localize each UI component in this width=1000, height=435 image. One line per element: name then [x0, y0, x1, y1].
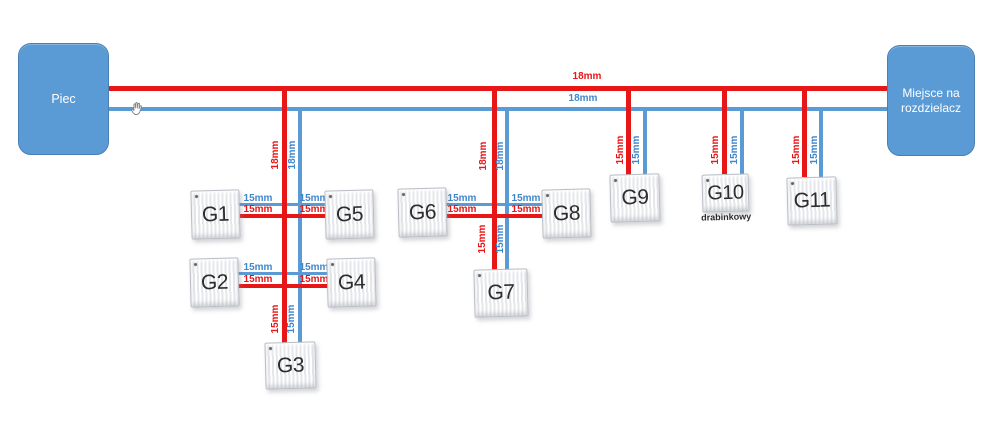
g3-return-size-label: 15mm — [286, 304, 297, 334]
g8-return-size-label: 15mm — [511, 193, 541, 204]
radiator-g10-caption: drabinkowy — [700, 211, 752, 223]
g4-supply-size-label: 15mm — [299, 274, 329, 285]
g5-return-size-label: 15mm — [299, 193, 329, 204]
row1-supply-branch[interactable] — [238, 214, 328, 218]
radiator-g2[interactable]: G2 — [189, 257, 240, 308]
g4-return-size-label: 15mm — [299, 262, 329, 273]
g7-supply-size-label: 15mm — [477, 224, 488, 254]
radiator-g7[interactable]: G7 — [473, 268, 529, 318]
riser2-return-pipe[interactable] — [505, 107, 509, 270]
g2-supply-size-label: 15mm — [243, 274, 273, 285]
riser1-supply-size-label: 18mm — [270, 140, 281, 170]
g8-supply-size-label: 15mm — [511, 204, 541, 215]
radiator-g4-label: G4 — [337, 270, 366, 294]
g10-return-size-label: 15mm — [729, 135, 740, 165]
radiator-g2-label: G2 — [200, 270, 229, 294]
manifold-block[interactable]: Miejsce na rozdzielacz — [887, 45, 975, 156]
g10-supply-size-label: 15mm — [710, 135, 721, 165]
g9-supply-size-label: 15mm — [615, 135, 626, 165]
radiator-g7-label: G7 — [487, 280, 515, 305]
riser1-return-pipe[interactable] — [298, 107, 302, 344]
g7-return-size-label: 15mm — [495, 224, 506, 254]
radiator-g3-label: G3 — [276, 353, 305, 377]
main-return-pipe[interactable] — [107, 107, 887, 111]
g1-return-size-label: 15mm — [243, 193, 273, 204]
main-supply-pipe[interactable] — [107, 86, 887, 91]
riser1-return-size-label: 18mm — [287, 140, 298, 170]
radiator-g1[interactable]: G1 — [190, 189, 241, 240]
g2-return-size-label: 15mm — [243, 262, 273, 273]
row2-supply-branch[interactable] — [237, 284, 329, 288]
main-return-size-label: 18mm — [568, 93, 598, 104]
g5-supply-size-label: 15mm — [299, 204, 329, 215]
g11-return-riser[interactable] — [819, 107, 823, 179]
radiator-g5[interactable]: G5 — [324, 189, 375, 240]
radiator-g6[interactable]: G6 — [397, 187, 448, 238]
riser2-return-size-label: 18mm — [495, 141, 506, 171]
g11-supply-riser[interactable] — [802, 86, 807, 177]
radiator-g9-label: G9 — [621, 185, 649, 210]
g10-return-riser[interactable] — [740, 107, 744, 175]
radiator-g6-label: G6 — [408, 200, 437, 224]
radiator-g3[interactable]: G3 — [264, 341, 317, 390]
radiator-g8-label: G8 — [552, 201, 581, 225]
radiator-g11-label: G11 — [793, 188, 831, 213]
mid-supply-branch[interactable] — [445, 214, 543, 218]
radiator-g11[interactable]: G11 — [786, 176, 838, 226]
riser2-supply-pipe[interactable] — [492, 86, 497, 270]
boiler-block[interactable]: Piec — [18, 43, 109, 155]
g6-return-size-label: 15mm — [447, 193, 477, 204]
g3-supply-size-label: 15mm — [270, 304, 281, 334]
radiator-g8[interactable]: G8 — [541, 188, 592, 239]
g9-return-size-label: 15mm — [631, 135, 642, 165]
g6-supply-size-label: 15mm — [447, 204, 477, 215]
radiator-g10-label: G10 — [707, 181, 744, 204]
g11-supply-size-label: 15mm — [791, 135, 802, 165]
manifold-label-line1: Miejsce na — [902, 85, 960, 100]
radiator-g4[interactable]: G4 — [326, 257, 377, 308]
g1-supply-size-label: 15mm — [243, 204, 273, 215]
radiator-g9[interactable]: G9 — [609, 173, 661, 223]
radiator-g10[interactable]: G10 drabinkowy — [701, 173, 751, 223]
radiator-g1-label: G1 — [201, 202, 230, 226]
riser2-supply-size-label: 18mm — [478, 141, 489, 171]
g11-return-size-label: 15mm — [809, 135, 820, 165]
boiler-label: Piec — [51, 91, 76, 106]
radiator-g5-label: G5 — [335, 202, 364, 226]
g9-supply-riser[interactable] — [626, 86, 631, 175]
g9-return-riser[interactable] — [643, 107, 647, 177]
main-supply-size-label: 18mm — [572, 71, 602, 82]
manifold-label-line2: rozdzielacz — [900, 100, 962, 115]
g10-supply-riser[interactable] — [722, 86, 727, 174]
